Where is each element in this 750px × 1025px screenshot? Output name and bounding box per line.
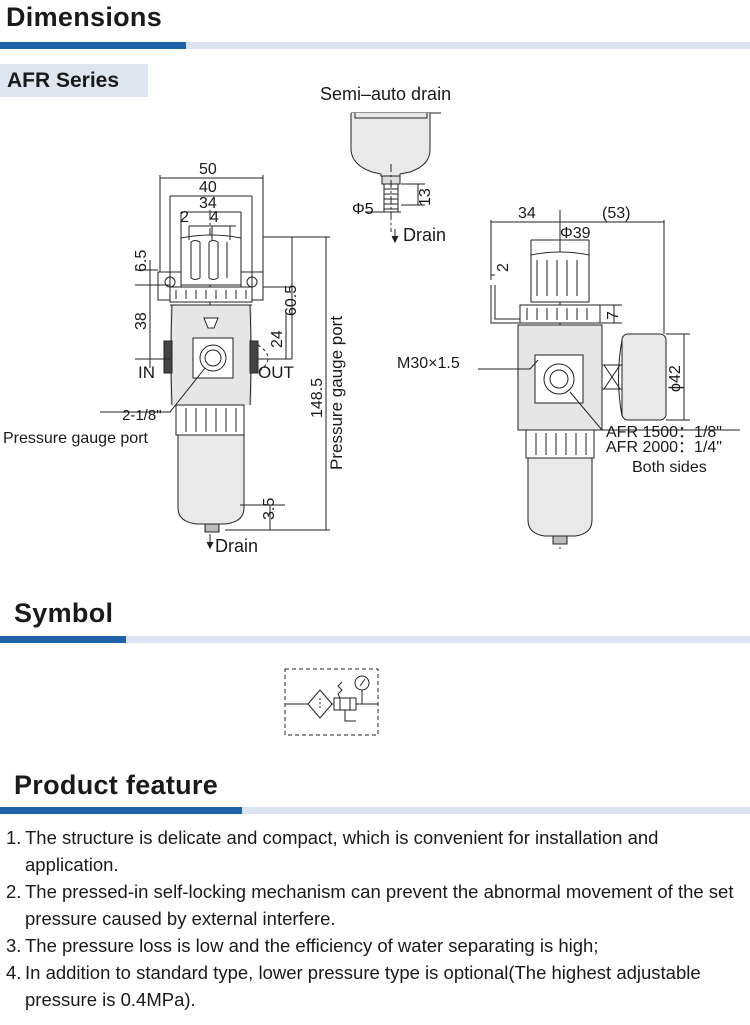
dim-34: 34 (199, 195, 217, 212)
dim-38: 38 (133, 312, 150, 330)
feature-text: The structure is delicate and compact, w… (25, 827, 659, 875)
side-dim-34: 34 (518, 205, 536, 222)
front-view-figure (100, 175, 330, 552)
side-dim-phi42: ϕ42 (667, 365, 684, 392)
dim-50: 50 (199, 161, 217, 178)
dim-148-5: 148.5 (309, 378, 326, 418)
dim-13: 13 (417, 188, 434, 206)
afr1500-label: AFR 1500：1/8" (606, 424, 722, 441)
dim-6-5: 6.5 (133, 250, 150, 272)
out-label: OUT (258, 363, 294, 382)
m30-label: M30×1.5 (397, 355, 460, 372)
feature-number: 3. (6, 935, 22, 956)
feature-list: 1. The structure is delicate and compact… (6, 824, 748, 1013)
section-title-dimensions: Dimensions (6, 2, 163, 32)
feature-text: The pressure loss is low and the efficie… (25, 935, 599, 956)
side-dim-53: (53) (602, 205, 630, 222)
side-dim-2: 2 (495, 263, 512, 272)
feature-item: 2. The pressed-in self-locking mechanism… (6, 878, 748, 932)
feature-text: In addition to standard type, lower pres… (25, 962, 701, 1010)
feature-number: 4. (6, 962, 22, 983)
section-title-symbol: Symbol (14, 598, 114, 628)
port-size-label: 2-1/8" (122, 407, 162, 424)
both-sides-label: Both sides (632, 459, 707, 476)
section-title-product-feature: Product feature (14, 770, 219, 800)
dim-2: 2 (180, 209, 189, 226)
feature-item: 3. The pressure loss is low and the effi… (6, 932, 748, 959)
semi-auto-drain-figure (350, 112, 441, 244)
pressure-gauge-port-label: Pressure gauge port (3, 430, 149, 447)
dim-40: 40 (199, 179, 217, 196)
feature-text: The pressed-in self-locking mechanism ca… (25, 881, 734, 929)
side-dim-7: 7 (605, 311, 622, 320)
dim-4: 4 (210, 209, 219, 226)
dim-60-5: 60.5 (283, 285, 300, 316)
section-divider (0, 42, 750, 49)
dim-24: 24 (269, 330, 286, 348)
section-divider (0, 636, 750, 643)
pneumatic-symbol (284, 668, 379, 736)
dim-3-5: 3.5 (261, 498, 278, 520)
drain-label-top: Drain (403, 225, 446, 245)
series-tag: AFR Series (0, 64, 148, 97)
side-view-figure (478, 210, 740, 552)
feature-number: 2. (6, 881, 22, 902)
in-label: IN (138, 363, 155, 382)
feature-item: 4. In addition to standard type, lower p… (6, 959, 748, 1013)
pressure-gauge-port-vertical: Pressure gauge port (327, 316, 346, 470)
drain-label-front: Drain (215, 536, 258, 556)
phi5-label: Φ5 (352, 201, 374, 218)
afr2000-label: AFR 2000：1/4" (606, 439, 722, 456)
side-dim-phi39: Φ39 (560, 225, 591, 242)
semi-auto-drain-label: Semi–auto drain (320, 84, 451, 104)
feature-item: 1. The structure is delicate and compact… (6, 824, 748, 878)
section-divider (0, 807, 750, 814)
dimension-drawing: Semi–auto drain Φ5 13 Drain 50 40 34 2 4… (3, 84, 740, 556)
feature-number: 1. (6, 827, 22, 848)
series-label: AFR Series (7, 69, 120, 92)
